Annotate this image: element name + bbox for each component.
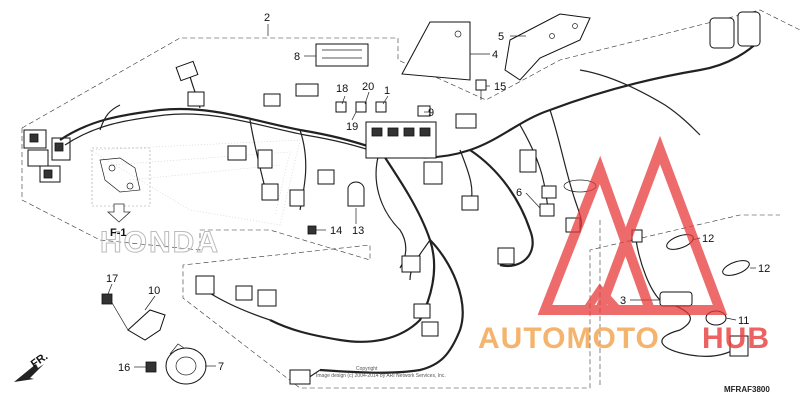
part-label-12a: 12 [702,233,714,245]
part-16-bolt [145,361,157,373]
harness-connectors [175,11,761,385]
part-label-19: 19 [346,121,358,133]
part-label-2: 2 [264,12,270,24]
part-15-bolt [475,79,487,100]
rear-connector-b [737,11,761,47]
left-connector-cluster [23,129,71,183]
f1-label: F-1 [110,227,127,239]
part-8-unit [315,43,369,67]
part-label-13: 13 [352,225,364,237]
part-label-4: 4 [492,49,498,61]
part-label-5: 5 [498,31,504,43]
f1-arrow-icon [106,203,132,223]
fuse-box [365,121,437,159]
part-label-1: 1 [384,85,390,97]
sub-harness-3 [631,229,749,357]
part-label-14: 14 [330,225,342,237]
part-label-10: 10 [148,285,160,297]
part-label-8: 8 [294,51,300,63]
part-4-cover [401,21,471,81]
copyright-line-2: Image design (c) 2004-2014 by ARI Networ… [316,373,446,379]
honda-text: HONDA [100,226,220,259]
part-14-bolt [307,225,317,235]
part-17-bolt [101,293,113,305]
part-label-12b: 12 [758,263,770,275]
part-label-9: 9 [428,107,434,119]
group-outline-main [21,9,800,129]
part-label-11: 11 [738,315,749,327]
group-outline-lower [21,128,780,389]
part-label-16: 16 [118,362,130,374]
rear-connector-a [709,17,735,49]
part-label-7: 7 [218,361,224,373]
part-10-bracket [107,295,166,341]
part-label-3: 3 [620,295,626,307]
front-direction-icon: FR. [14,350,50,382]
watermark-logo [537,135,728,315]
part-label-15: 15 [494,81,506,93]
part-label-20: 20 [362,81,374,93]
relay-6 [519,149,537,173]
part-label-18: 18 [336,83,348,95]
leader-lines [107,24,756,368]
diagram-code: MFRAF3800 [724,385,770,394]
part-13-clamp [347,181,365,207]
part-7-horn [165,343,207,385]
copyright-line-1: Copyright [356,366,378,372]
part-label-17: 17 [106,273,118,285]
clamp-12b [722,260,750,276]
part-5-bracket [504,13,591,81]
watermark-text-hub: HUB [702,322,770,355]
part-label-6: 6 [516,187,522,199]
watermark-text-automoto: AUTOMOTO [478,322,660,355]
